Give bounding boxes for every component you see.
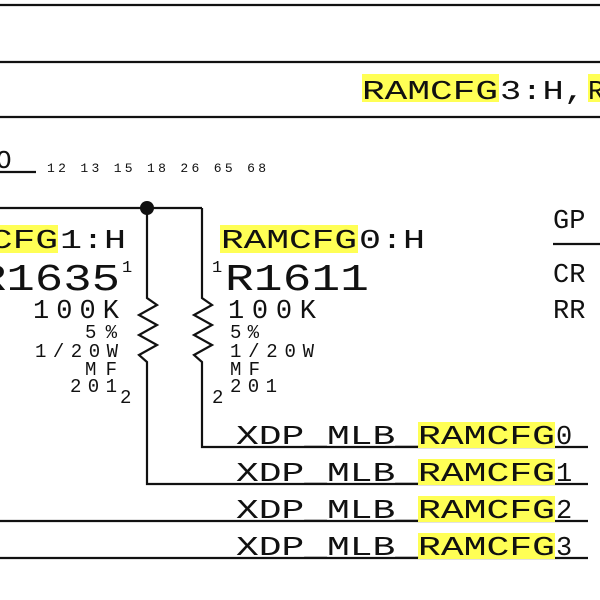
net-suffix: 3 — [556, 534, 572, 564]
r1635-pin1: 1 — [122, 259, 132, 278]
right-label-gp: GP — [553, 207, 585, 237]
highlight — [418, 422, 555, 448]
right-label-cr: CR — [553, 261, 585, 291]
net-prefix: XDP_MLB_ — [236, 460, 419, 490]
net-highlight-text: RAMCFG — [418, 534, 555, 564]
highlight — [418, 459, 555, 485]
net-suffix: 2 — [556, 497, 572, 527]
r1635-power: 1/20W — [35, 341, 119, 363]
highlight — [220, 225, 358, 253]
r1635-refdes: R1635 — [0, 259, 120, 302]
r1611-pin1: 1 — [212, 259, 222, 278]
highlight — [418, 496, 555, 522]
r1635-resistor-wire[interactable] — [136, 208, 588, 486]
highlight — [0, 225, 58, 253]
r1635-pin2: 2 — [120, 387, 131, 409]
net-prefix: XDP_MLB_ — [236, 497, 419, 527]
header-net-cut-text: R — [588, 78, 600, 108]
highlight — [418, 533, 555, 559]
r1611-net-highlight-text: RAMCFG — [221, 227, 357, 257]
resistor-r1635[interactable]: CFG 1:H R1635 1 100K 5% 1/20W MF 201 2 — [0, 225, 132, 409]
r1611-power: 1/20W — [230, 341, 315, 363]
r1611-refdes: R1611 — [225, 259, 369, 302]
header-net-highlight-text: RAMCFG — [362, 78, 498, 108]
r1611-package: 201 — [230, 376, 277, 398]
bus-label: O — [0, 146, 12, 176]
header-net-rest-text: 3:H, — [500, 78, 585, 108]
net-prefix: XDP_MLB_ — [236, 534, 419, 564]
net-label-ramcfg1[interactable]: XDP_MLB_ RAMCFG 1 — [236, 459, 572, 490]
r1611-resistor-wire[interactable] — [191, 208, 588, 449]
net-suffix: 0 — [556, 423, 572, 453]
net-highlight-text: RAMCFG — [418, 497, 555, 527]
net-label-ramcfg3[interactable]: XDP_MLB_ RAMCFG 3 — [236, 533, 572, 564]
page-references: 12 13 15 18 26 65 68 — [47, 161, 266, 176]
resistor-r1611[interactable]: RAMCFG 0:H 1 R1611 100K 5% 1/20W MF 201 … — [212, 225, 425, 409]
r1635-net-rest-text: 1:H — [60, 227, 126, 257]
r1635-package: 201 — [70, 376, 117, 398]
junction-dot — [140, 201, 154, 215]
net-prefix: XDP_MLB_ — [236, 423, 419, 453]
right-label-rr: RR — [553, 297, 585, 327]
net-label-ramcfg0[interactable]: XDP_MLB_ RAMCFG 0 — [236, 422, 572, 453]
net-suffix: 1 — [556, 460, 572, 490]
header-net-label: RAMCFG 3:H, R — [362, 74, 600, 108]
r1635-net-highlight-text: CFG — [0, 227, 58, 257]
r1611-net-rest-text: 0:H — [359, 227, 425, 257]
r1611-pin2: 2 — [212, 387, 223, 409]
net-highlight-text: RAMCFG — [418, 460, 555, 490]
highlight — [588, 74, 600, 102]
highlight — [362, 74, 499, 102]
net-highlight-text: RAMCFG — [418, 423, 555, 453]
net-label-ramcfg2[interactable]: XDP_MLB_ RAMCFG 2 — [236, 496, 572, 527]
